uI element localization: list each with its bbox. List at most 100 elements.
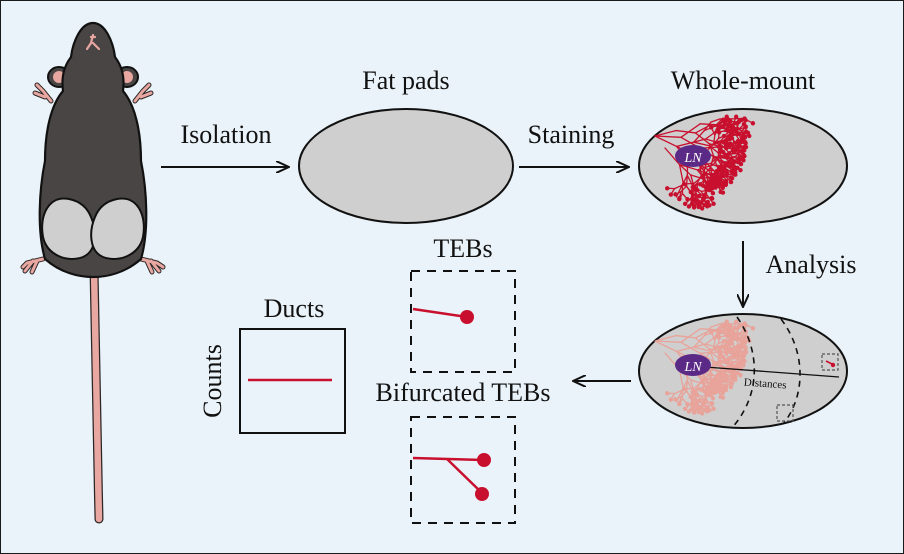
bifurcated-tebs-box	[410, 416, 516, 524]
teb-dot	[726, 134, 731, 139]
teb-highlight-box	[821, 353, 839, 371]
teb-dot	[716, 126, 721, 131]
duct-branch	[696, 164, 714, 171]
teb-dot	[710, 395, 716, 401]
teb-dot	[733, 169, 738, 175]
teb-dot	[742, 340, 748, 345]
duct-branch	[701, 177, 709, 185]
teb-dot	[715, 178, 720, 183]
duct-branch	[690, 174, 695, 189]
teb-dot	[738, 167, 743, 173]
duct-branch	[685, 379, 688, 392]
teb-dot	[724, 171, 730, 176]
teb-dot	[711, 406, 716, 411]
duct-branch	[709, 124, 724, 127]
teb-dot	[709, 383, 715, 388]
teb-dot	[709, 330, 714, 335]
duct-branch	[680, 328, 701, 343]
lymph-node	[675, 145, 711, 167]
mouse-illustration	[20, 21, 166, 524]
duct-branch	[693, 392, 704, 403]
duct-branch	[710, 118, 721, 123]
duct-branch	[724, 349, 738, 354]
teb-dot	[727, 364, 732, 370]
duct-branch	[675, 387, 684, 403]
distances-label: Distances	[743, 377, 786, 392]
teb-dot	[721, 338, 727, 344]
duct-branch	[705, 336, 716, 345]
isolation-label: Isolation	[181, 120, 272, 149]
teb-dot	[747, 133, 752, 139]
analysis-label: Analysis	[766, 250, 857, 279]
teb-dot	[665, 186, 670, 191]
duct-branch	[675, 129, 697, 134]
duct-branch	[690, 174, 703, 180]
teb-dot	[716, 331, 721, 336]
teb-dot	[743, 345, 748, 350]
teb-dot	[750, 326, 756, 331]
teb-dot	[731, 354, 737, 360]
tebs-label: TEBs	[433, 234, 492, 263]
teb-dot	[733, 374, 738, 380]
duct-branch	[724, 147, 737, 150]
teb-dot	[743, 330, 748, 335]
duct-branch	[709, 329, 724, 332]
teb-dot	[698, 200, 704, 205]
teb-dot	[713, 379, 719, 384]
teb-dot	[734, 371, 739, 376]
teb-dot	[668, 397, 674, 402]
duct-branch	[664, 147, 681, 166]
teb-dot	[742, 135, 748, 140]
duct-branch	[696, 169, 708, 183]
duct-branch	[694, 329, 711, 339]
duct-branch	[701, 382, 709, 390]
duct-branch	[694, 132, 711, 145]
teb-dot	[718, 376, 724, 382]
teb-dot	[741, 148, 746, 154]
lymph-node-analyzed	[675, 354, 711, 376]
teb-dot	[721, 149, 726, 155]
duct-branch	[690, 187, 695, 200]
duct-branch	[696, 374, 711, 381]
duct-branch	[675, 141, 695, 148]
teb-dot	[682, 406, 688, 412]
teb-dot	[714, 168, 720, 174]
duct-branch	[696, 174, 703, 184]
teb-dot	[734, 121, 740, 126]
duct-branch	[690, 379, 695, 394]
teb-dot	[713, 388, 718, 393]
bifurcated-teb-bulb-lower	[475, 487, 489, 501]
teb-dot	[686, 204, 692, 209]
duct-branch	[694, 124, 711, 134]
duct-branch	[708, 348, 715, 362]
ducts-label: Ducts	[264, 294, 325, 323]
teb-dot	[728, 384, 734, 390]
duct-branch	[686, 174, 694, 188]
analyzed-fat-pad: Distances LN	[638, 313, 848, 429]
teb-dot	[716, 335, 722, 340]
teb-dot	[705, 404, 711, 410]
teb-bulb	[460, 310, 474, 324]
bifurcated-tebs-label: Bifurcated TEBs	[376, 378, 551, 407]
whole-mount-label: Whole-mount	[671, 66, 816, 95]
duct-branch	[675, 334, 697, 339]
duct-branch	[693, 187, 704, 198]
teb-dot	[727, 151, 732, 156]
duct-branch	[712, 346, 724, 350]
distance-ring-outer	[776, 318, 801, 428]
teb-dot	[690, 407, 695, 412]
teb-dot	[735, 344, 740, 349]
duct-branch	[675, 182, 684, 198]
duct-branch	[708, 143, 715, 157]
duct-branch	[693, 346, 710, 352]
teb-dot	[724, 162, 729, 167]
counts-axis-label: Counts	[198, 344, 227, 418]
teb-dot	[700, 183, 706, 188]
duct-branch	[673, 389, 683, 395]
teb-dot	[718, 349, 723, 354]
teb-dot	[743, 140, 748, 145]
duct-branch	[712, 137, 720, 145]
duct-branch	[680, 123, 701, 138]
teb-dot	[728, 380, 734, 385]
